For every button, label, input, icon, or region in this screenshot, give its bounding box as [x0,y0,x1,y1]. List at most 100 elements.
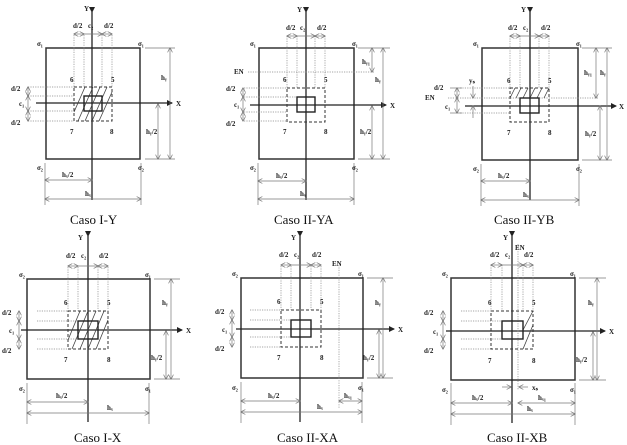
point-5: 5 [111,76,115,84]
dim-hx: hₓ [527,405,534,413]
dim-xs: xₛ [532,384,539,392]
critical-perimeter [509,87,550,123]
dim-d2-top: d/2 [424,309,434,317]
dim-hy-half: hᵧ/2 [151,354,163,362]
corner-top-right: σ₁ [138,40,144,48]
dim-d2-right: d/2 [99,252,109,260]
corner-top-left: σ₁ [250,40,256,48]
dim-hx-half: hₓ/2 [276,172,288,180]
corner-top-left: σ₂ [232,270,238,278]
point-7: 7 [507,129,511,137]
corner-bottom-right: σ₁ [145,385,151,393]
corner-bottom-left: σ₂ [37,164,43,172]
dim-hx1: hₓ₁ [344,392,352,400]
hatch-pattern [73,86,113,122]
diagram-caso-I-X: Y X d/2 c₂ d/2 σ₂ σ₁ σ₂ σ₁ d/2 c₁ d/2 6 … [2,231,191,445]
point-6: 6 [488,299,492,307]
corner-bottom-left: σ₂ [232,384,238,392]
point-8: 8 [324,128,328,136]
footing-outline [450,277,576,381]
corner-bottom-right: σ₂ [138,164,144,172]
neutral-axis-label: EN [332,260,342,268]
point-7: 7 [70,128,74,136]
corner-bottom-right: σ₁ [570,386,576,394]
y-axis-label: Y [297,6,302,14]
dim-d2-left: d/2 [286,24,296,32]
x-axis-label: X [609,328,614,336]
corner-top-left: σ₁ [37,40,43,48]
footing-outline [240,277,364,379]
point-6: 6 [70,76,74,84]
dim-d2-bottom: d/2 [424,347,434,355]
dim-hy1: hᵧ₁ [584,69,592,77]
dim-hy: hᵧ [588,299,594,307]
dimension-lines [450,36,612,206]
caption: Caso II-YA [274,212,334,227]
point-7: 7 [64,356,68,364]
dim-hy-half: hᵧ/2 [576,356,588,364]
y-axis-label: Y [84,5,89,13]
column-projection-lines [28,35,113,122]
dim-hy: hᵧ [161,74,167,82]
dim-hy-half: hᵧ/2 [360,128,372,136]
point-5: 5 [320,298,324,306]
dim-hx: hₓ [300,190,307,198]
neutral-axis-label: EN [234,68,244,76]
point-8: 8 [532,357,536,365]
x-axis-label: X [390,102,395,110]
dim-hy: hᵧ [375,76,381,84]
dim-hx-half: hₓ/2 [62,171,74,179]
point-6: 6 [507,77,511,85]
dim-ys: yₛ [469,77,476,85]
dim-d2-top: d/2 [2,309,12,317]
column [296,96,316,113]
dim-c1: c₁ [445,103,450,111]
point-6: 6 [283,76,287,84]
corner-bottom-left: σ₂ [19,385,25,393]
dim-hx: hₓ [107,404,114,412]
corner-top-left: σ₂ [442,270,448,278]
point-5: 5 [548,77,552,85]
corner-bottom-left: σ₂ [442,386,448,394]
point-6: 6 [64,299,68,307]
column [519,97,540,114]
dim-hx-half: hₓ/2 [268,392,280,400]
y-axis-label: Y [291,234,296,242]
corner-bottom-left: σ₂ [473,165,479,173]
neutral-axis-label: EN [425,94,435,102]
corner-top-left: σ₂ [19,271,25,279]
corner-bottom-left: σ₂ [250,164,256,172]
caption: Caso II-XB [487,430,548,445]
dimension-lines [243,36,390,205]
corner-top-right: σ₁ [352,40,358,48]
y-axis-label: Y [78,234,83,242]
column [83,95,103,112]
point-8: 8 [110,128,114,136]
dim-hy: hᵧ [162,299,168,307]
dim-d2-right: d/2 [104,22,114,30]
dim-d2-top: d/2 [434,84,444,92]
dim-d2-left: d/2 [508,24,518,32]
dim-c2: c₂ [294,251,299,259]
y-axis-label: Y [503,234,508,242]
point-7: 7 [283,128,287,136]
point-8: 8 [548,129,552,137]
dimension-lines [443,265,606,425]
dim-c1: c₁ [234,101,239,109]
dimension-lines [232,265,393,423]
dim-d2-left: d/2 [73,22,83,30]
dim-hx: hₓ [85,190,92,198]
dim-hx1: hₓ₁ [538,394,546,402]
dim-c1: c₁ [9,327,14,335]
x-axis-label: X [398,326,403,334]
dim-d2-top: d/2 [215,308,225,316]
neutral-axis-label: EN [515,244,525,252]
point-5: 5 [532,299,536,307]
point-6: 6 [277,298,281,306]
dim-d2-top: d/2 [11,85,21,93]
corner-top-right: σ₁ [576,40,582,48]
dim-c2: c₂ [523,24,528,32]
dim-hx-half: hₓ/2 [472,394,484,402]
dim-hx: hₓ [523,191,530,199]
diagram-caso-I-Y: Y X d/2 c₂ d/2 σ₁ σ₁ σ₂ σ₂ d/2 c₁ d/2 6 … [11,5,181,227]
